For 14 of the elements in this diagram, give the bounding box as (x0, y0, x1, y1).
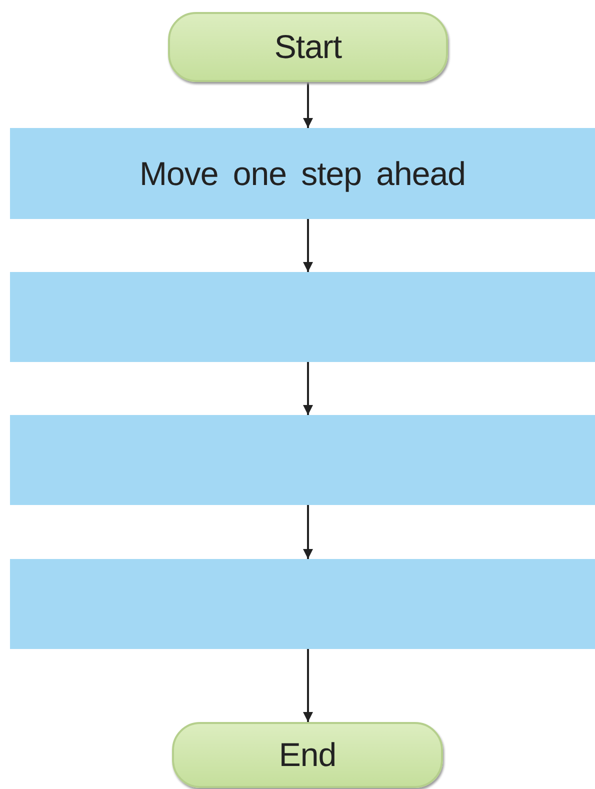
arrow (303, 82, 313, 128)
arrow (303, 505, 313, 559)
process-box (10, 128, 595, 219)
node-label: Start (274, 28, 342, 66)
arrow (303, 649, 313, 722)
node-label: Move one step ahead (140, 154, 466, 192)
terminal-box (172, 722, 443, 788)
node-label: End (278, 736, 336, 774)
process-box (10, 415, 595, 505)
terminal-box (168, 12, 448, 82)
process-box (10, 272, 595, 362)
arrow (303, 219, 313, 272)
process-box (10, 559, 595, 649)
arrow (303, 362, 313, 415)
